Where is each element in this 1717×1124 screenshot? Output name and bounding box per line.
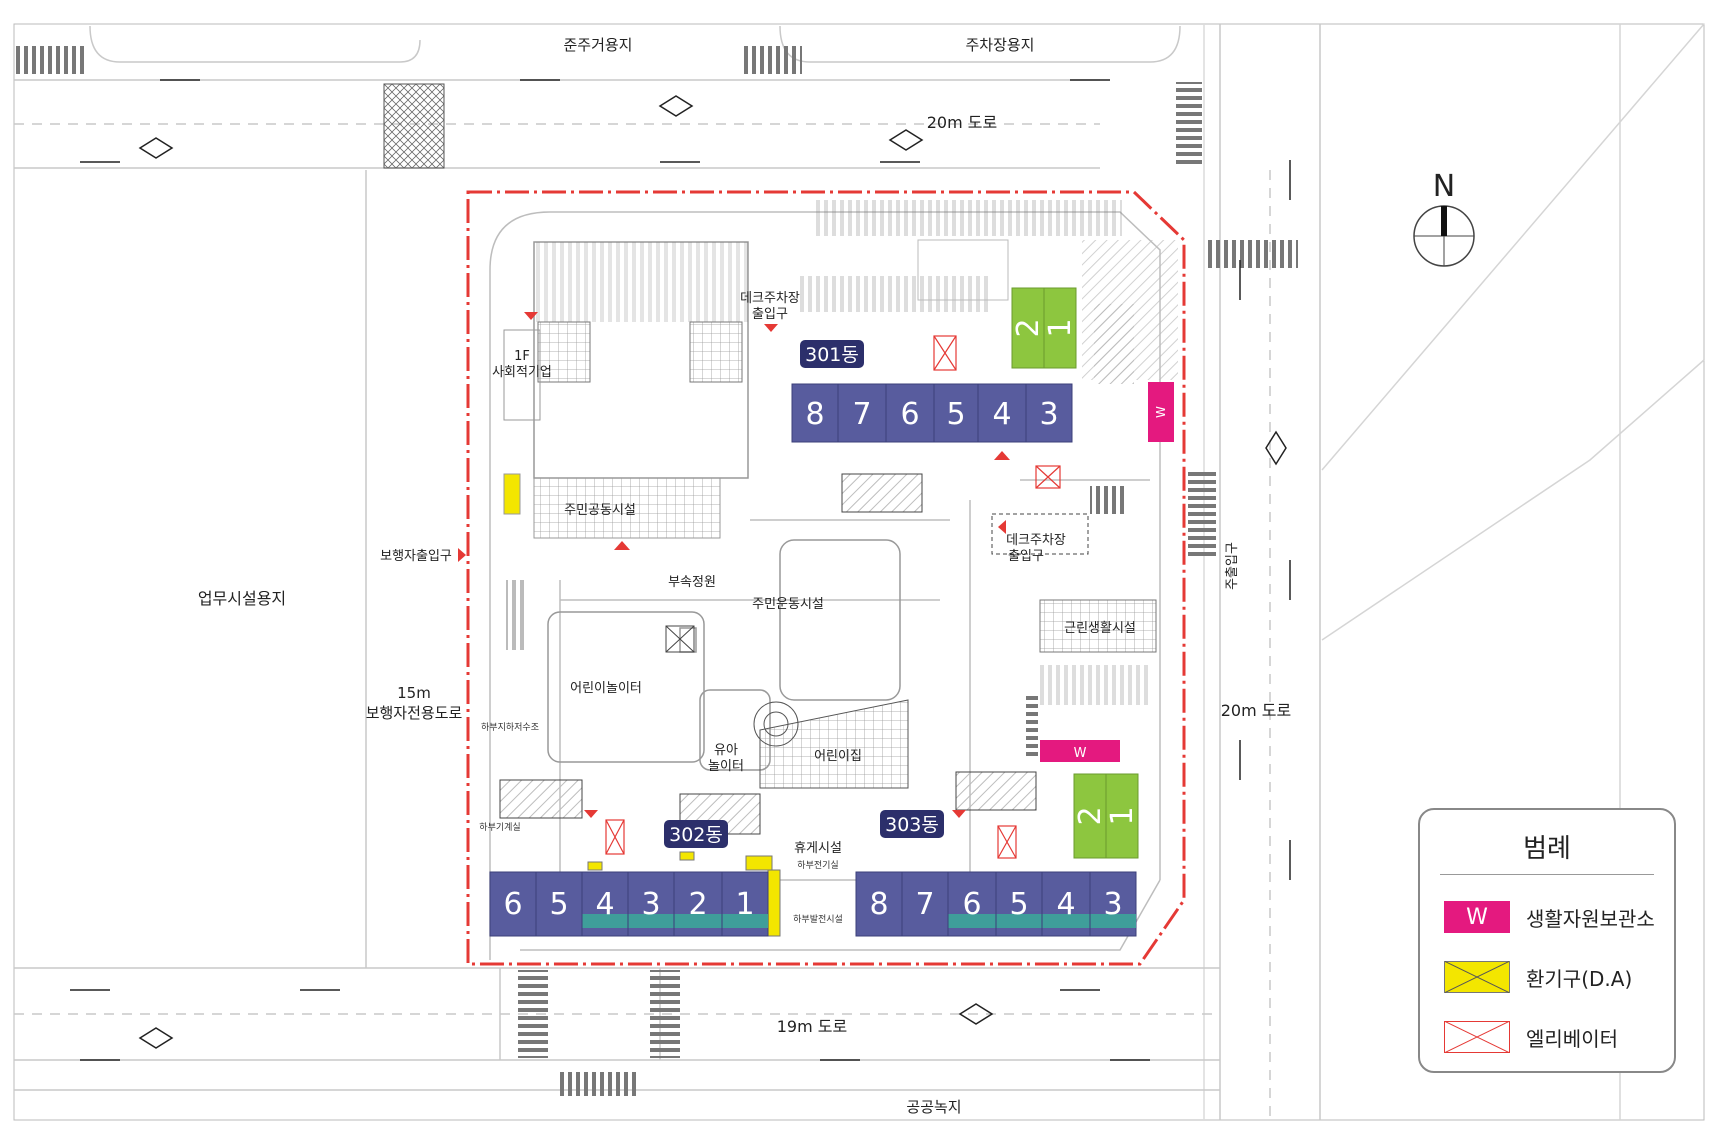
b302-tag-label: 302동 [669, 824, 723, 846]
b303-green-unit-1: 1 [1105, 806, 1140, 825]
parking-strips-mid [800, 276, 990, 312]
b303-unit-6: 3 [1103, 887, 1122, 922]
label-deck-entry-2b: 출입구 [1008, 549, 1044, 564]
label-main-entrance: 주출입구 [1225, 542, 1240, 590]
b303-unit-5: 4 [1056, 887, 1075, 922]
legend-label-w: 생활자원보관소 [1526, 906, 1655, 931]
label-elec: 하부전기실 [797, 860, 838, 871]
label-exercise: 주민운동시설 [752, 597, 824, 612]
label-bottom-land: 공공녹지 [906, 1098, 961, 1116]
playground-box [665, 625, 695, 653]
b301-tag-label: 301동 [805, 344, 859, 366]
lane-stripes-right [1090, 486, 1126, 514]
w-box-north-label: W [1154, 406, 1168, 418]
label-top-right-land: 주차장용지 [965, 36, 1034, 54]
b301-unit-2: 7 [852, 397, 871, 432]
b302-unit-3: 4 [595, 887, 614, 922]
b301-units: 8 7 6 5 4 3 2 1 [805, 318, 1078, 432]
label-top-left-land: 준주거용지 [563, 36, 632, 54]
site-boundary [466, 190, 1186, 966]
b301-unit-6: 3 [1039, 397, 1058, 432]
w-box-north [1148, 382, 1174, 442]
north-label: N [1433, 169, 1455, 204]
label-social-1f: 1F [514, 349, 530, 364]
building-303 [855, 773, 1139, 937]
b301-unit-3: 6 [900, 397, 919, 432]
entrance-markers [458, 312, 1010, 818]
label-retail: 근린생활시설 [1064, 621, 1136, 636]
label-deck-entry-1b: 출입구 [752, 307, 788, 322]
label-community: 주민공동시설 [564, 503, 636, 518]
legend-divider [1440, 874, 1654, 875]
b303-tag [880, 810, 944, 838]
b302-unit-6: 1 [735, 887, 754, 922]
daycare-building [753, 699, 909, 789]
b302-units: 6 5 4 3 2 1 [503, 887, 754, 922]
legend-box: 범례 W 생활자원보관소 환기구(D.A) 엘리베이터 [1418, 808, 1676, 1073]
label-rest: 휴게시설 [794, 841, 842, 856]
retail-building [1026, 599, 1157, 758]
legend-label-vent: 환기구(D.A) [1526, 966, 1633, 991]
label-toddler-1: 유아 [714, 743, 738, 758]
b303-unit-3: 6 [962, 887, 981, 922]
crosswalks [14, 46, 1298, 1096]
parking-strips-top [812, 200, 1122, 236]
community-building [503, 241, 749, 650]
b302-unit-5: 2 [688, 887, 707, 922]
label-playground: 어린이놀이터 [570, 681, 642, 696]
vent-markers [587, 851, 781, 937]
north-compass [1413, 205, 1475, 267]
b301-tag [800, 340, 864, 368]
w-box-south-label: W [1074, 746, 1087, 761]
b301-unit-1: 8 [805, 397, 824, 432]
label-toddler-2: 놀이터 [708, 759, 744, 774]
label-left-land: 업무시설용지 [198, 589, 286, 608]
b302-tag [664, 820, 728, 848]
deck-ramp-hatch [1094, 304, 1134, 384]
legend-title: 범례 [1523, 834, 1571, 864]
elevator-markers [605, 335, 1061, 859]
b301-unit-5: 4 [992, 397, 1011, 432]
legend-row-elevator: 엘리베이터 [1444, 1020, 1618, 1054]
label-deck-entry-2a: 데크주차장 [1006, 533, 1066, 548]
building-301 [791, 287, 1077, 443]
b303-unit-4: 5 [1009, 887, 1028, 922]
b303-tag-label: 303동 [885, 814, 939, 836]
b301-unit-4: 5 [946, 397, 965, 432]
legend-label-elevator: 엘리베이터 [1526, 1026, 1618, 1051]
label-road-bottom: 19m 도로 [777, 1017, 847, 1036]
label-road-top: 20m 도로 [927, 113, 997, 132]
legend-swatch-vent [1444, 961, 1510, 993]
label-septic: 하부지하저수조 [481, 722, 539, 733]
road-markings [70, 79, 1291, 1061]
label-ped-road-width: 15m [397, 684, 431, 702]
b302-unit-1: 6 [503, 887, 522, 922]
label-deck-entry-1a: 데크주차장 [740, 291, 800, 306]
b301-green-unit-2: 2 [1011, 318, 1046, 337]
legend-row-vent: 환기구(D.A) [1444, 960, 1632, 994]
label-social-enterprise: 사회적기업 [492, 365, 552, 380]
label-gen: 하부발전시설 [793, 914, 843, 925]
legend-row-w: W 생활자원보관소 [1444, 900, 1655, 934]
w-box-south [1040, 740, 1120, 762]
b301-green-unit-1: 1 [1043, 318, 1078, 337]
b303-units: 8 7 6 5 4 3 2 1 [869, 806, 1140, 922]
b302-unit-2: 5 [549, 887, 568, 922]
label-machine: 하부기계실 [479, 821, 520, 833]
b303-unit-1: 8 [869, 887, 888, 922]
b302-unit-4: 3 [641, 887, 660, 922]
building-302 [489, 871, 769, 937]
label-garden: 부속정원 [668, 575, 716, 590]
legend-swatch-elevator [1444, 1021, 1510, 1053]
b303-unit-2: 7 [915, 887, 934, 922]
legend-swatch-w: W [1444, 901, 1510, 933]
b303-green-unit-2: 2 [1073, 806, 1108, 825]
playground-area [547, 539, 901, 771]
label-ped-road: 보행자전용도로 [366, 704, 463, 722]
label-road-right: 20m 도로 [1221, 701, 1291, 720]
deck-entry-ramp-right [991, 513, 1089, 555]
label-daycare: 어린이집 [814, 749, 862, 764]
label-ped-entrance: 보행자출입구 [380, 548, 452, 564]
